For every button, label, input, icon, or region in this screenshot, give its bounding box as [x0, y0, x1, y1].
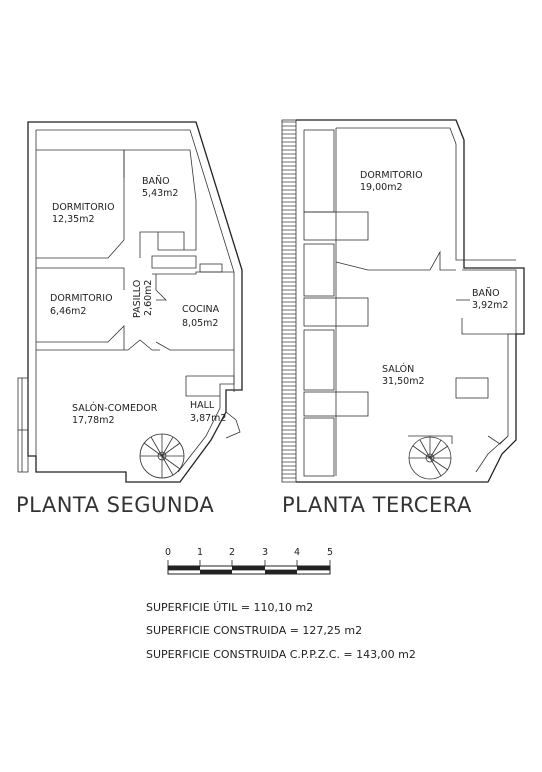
wall-hall	[185, 376, 220, 397]
room-area: 3,92m2	[472, 300, 508, 311]
superficie-construida-cppzc: SUPERFICIE CONSTRUIDA C.P.P.Z.C. = 143,0…	[146, 648, 416, 661]
scale-segment	[297, 566, 330, 570]
scale-tick-label: 5	[327, 547, 333, 558]
inner-wall-line-right	[475, 333, 516, 473]
scale-segment	[232, 566, 265, 570]
outer-wall	[27, 121, 243, 483]
wall-dormitorio-salon	[335, 250, 456, 271]
room-area: 19,00m2	[360, 182, 403, 193]
bano-fixture	[158, 231, 185, 250]
planta-segunda-plan: DORMITORIO 12,35m2 BAÑO 5,43m2 DORMITORI…	[16, 121, 243, 517]
room-area: 2,60m2	[143, 280, 154, 316]
scale-tick-label: 0	[165, 547, 171, 558]
room-name: BAÑO	[142, 176, 170, 187]
window-cocina	[199, 263, 223, 273]
room-area: 5,43m2	[142, 188, 178, 199]
room-area: 17,78m2	[72, 415, 115, 426]
stair-rail	[408, 435, 453, 444]
room-area: 8,05m2	[182, 318, 218, 329]
wall-cocina-bottom	[155, 341, 234, 351]
room-name: PASILLO	[132, 280, 143, 318]
scale-bar: 0 1 2 3 4 5	[165, 547, 333, 575]
inner-wall-line	[36, 129, 235, 473]
plan-title: PLANTA SEGUNDA	[16, 493, 214, 517]
room-area: 6,46m2	[50, 306, 86, 317]
room-area: 12,35m2	[52, 214, 95, 225]
inner-wall-line	[336, 127, 516, 261]
door-salon	[487, 435, 509, 445]
facade-strip	[281, 119, 297, 483]
wall-salon-top	[36, 339, 160, 351]
outer-wall	[296, 119, 525, 483]
door-hall	[225, 411, 241, 439]
area-summary: SUPERFICIE ÚTIL = 110,10 m2 SUPERFICIE C…	[146, 601, 416, 661]
room-name: HALL	[190, 400, 215, 411]
wall-bano	[124, 149, 197, 258]
wall-hall-top	[186, 375, 235, 392]
room-name: COCINA	[182, 304, 220, 315]
room-name: DORMITORIO	[360, 170, 423, 181]
salon-fixture	[455, 377, 489, 399]
room-name: BAÑO	[472, 288, 500, 299]
planta-tercera-plan: DORMITORIO 19,00m2 BAÑO 3,92m2 SALÓN 31,…	[281, 119, 525, 517]
spiral-stair-3-steps	[409, 437, 451, 477]
scale-tick-label: 4	[294, 547, 300, 558]
room-area: 3,87m2	[190, 413, 226, 424]
room-name: DORMITORIO	[52, 202, 115, 213]
corridor-fixture	[151, 255, 197, 269]
facade-hatching	[282, 121, 296, 479]
room-area: 31,50m2	[382, 376, 425, 387]
wall-bano	[461, 269, 517, 335]
plan-title: PLANTA TERCERA	[282, 493, 472, 517]
room-name: SALÓN	[382, 363, 414, 375]
scale-tick-label: 2	[229, 547, 235, 558]
superficie-construida: SUPERFICIE CONSTRUIDA = 127,25 m2	[146, 624, 362, 637]
wall-dormitorio-1	[36, 149, 125, 259]
scale-segment	[265, 570, 297, 574]
scale-ticks	[167, 560, 331, 566]
door-cocina	[155, 274, 167, 301]
room-name: DORMITORIO	[50, 293, 113, 304]
wall-between-bedrooms	[36, 267, 125, 290]
scale-segment	[168, 566, 200, 570]
superficie-util: SUPERFICIE ÚTIL = 110,10 m2	[146, 601, 313, 614]
wall-dormitorio-2	[36, 325, 125, 350]
room-name: SALÓN-COMEDOR	[72, 402, 158, 414]
scale-segment	[200, 570, 232, 574]
window-left	[17, 377, 29, 473]
scale-tick-label: 1	[197, 547, 203, 558]
spiral-stair-2-steps	[140, 434, 184, 478]
scale-tick-label: 3	[262, 547, 268, 558]
